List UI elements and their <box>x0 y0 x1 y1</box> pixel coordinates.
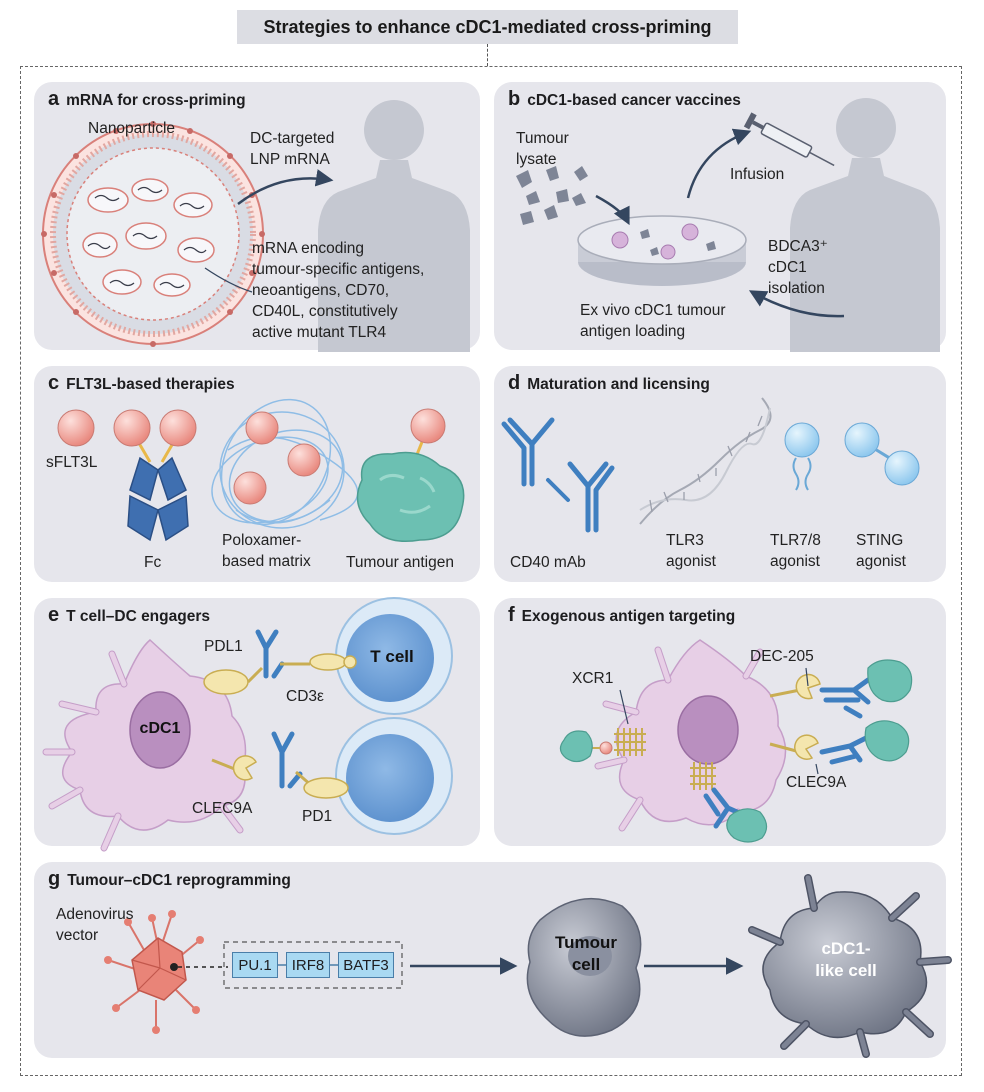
arrow-patient-to-dish <box>748 290 845 318</box>
panel-d <box>494 366 946 582</box>
panel-d-letter: d <box>508 372 521 394</box>
label-bdca3-isolation: BDCA3⁺ cDC1 isolation <box>768 238 828 297</box>
label-tumour-lysate: Tumour lysate <box>516 130 569 168</box>
panel-b-letter: b <box>508 88 521 110</box>
label-pdl1: PDL1 <box>204 638 243 655</box>
label-cdc1-e: cDC1 <box>139 720 181 737</box>
syringe-icon <box>743 112 835 167</box>
arrow-dish-to-patient <box>686 128 752 199</box>
label-pd1: PD1 <box>302 808 333 825</box>
dendritic-cell-e <box>42 639 247 852</box>
label-tlr78-agonist: TLR7/8 agonist <box>770 532 821 570</box>
pointer-dec205 <box>805 667 809 687</box>
label-tumour-cell: Tumour cell <box>554 933 617 974</box>
dendritic-cell-f <box>594 639 787 840</box>
tumour-fragments <box>516 166 588 225</box>
label-tlr3-agonist: TLR3 agonist <box>666 532 716 570</box>
xcr1-complex <box>559 728 646 763</box>
pointer-xcr1 <box>619 689 629 725</box>
gene-pu1: PU.1 <box>232 952 278 978</box>
label-sflt3l: sFLT3L <box>46 454 98 471</box>
label-clec9a-f: CLEC9A <box>786 774 847 791</box>
vector-dot <box>170 963 178 971</box>
label-poloxamer-matrix: Poloxamer- based matrix <box>222 532 311 570</box>
panel-c-title: c FLT3L-based therapies <box>48 372 235 395</box>
sflt3l-sphere <box>57 409 95 447</box>
label-fc: Fc <box>144 554 162 571</box>
label-dc-targeted-lnp: DC-targeted LNP mRNA <box>250 130 335 168</box>
label-clec9a-e: CLEC9A <box>192 800 253 817</box>
t-cell-bottom <box>335 717 453 835</box>
panel-a-letter: a <box>48 88 60 110</box>
tlr3-dsrna <box>639 397 772 525</box>
panel-b-title-text: cDC1-based cancer vaccines <box>527 92 741 109</box>
panel-g-title-text: Tumour–cDC1 reprogramming <box>67 872 291 889</box>
label-sting-agonist: STING agonist <box>856 532 906 570</box>
panel-e-letter: e <box>48 604 60 626</box>
panel-d-title-text: Maturation and licensing <box>527 376 710 393</box>
tlr78-agonist <box>784 422 820 491</box>
cdc1-like-cell <box>748 874 952 1058</box>
label-t-cell: T cell <box>370 647 414 666</box>
sting-agonist <box>844 422 920 486</box>
gene-irf8: IRF8 <box>286 952 330 978</box>
tumour-cell-shape <box>526 897 642 1037</box>
label-xcr1: XCR1 <box>572 670 614 687</box>
label-dec205: DEC-205 <box>750 648 814 665</box>
panel-e-title: e T cell–DC engagers <box>48 604 210 627</box>
title-connector-line <box>487 44 488 66</box>
label-cdc1-like-cell: cDC1- like cell <box>815 939 877 980</box>
label-cd40-mab: CD40 mAb <box>510 554 586 571</box>
arrow-a <box>237 169 334 205</box>
adenovirus-icon <box>104 910 204 1034</box>
label-nanoparticle: Nanoparticle <box>88 120 176 137</box>
cd40-antibodies <box>501 417 615 533</box>
panel-e-title-text: T cell–DC engagers <box>66 608 210 625</box>
panel-f-letter: f <box>508 604 515 626</box>
arrow-lysate-to-dish <box>595 194 630 226</box>
petri-dish <box>577 215 747 286</box>
t-cell-top <box>335 597 453 715</box>
outer-dashed-frame <box>20 66 962 1076</box>
fc-fusion <box>113 409 197 542</box>
label-infusion: Infusion <box>730 166 785 183</box>
panel-c-title-text: FLT3L-based therapies <box>66 376 235 393</box>
gene-batf3: BATF3 <box>338 952 394 978</box>
bispecific-engager-top <box>203 629 357 695</box>
panel-d-title: d Maturation and licensing <box>508 372 710 395</box>
pointer-clec9a-f <box>815 763 819 775</box>
bispecific-engager-bottom <box>211 731 349 799</box>
label-cd3e: CD3ε <box>286 688 324 705</box>
label-mrna-encoding: mRNA encoding tumour-specific antigens, … <box>252 240 425 341</box>
pointer-line-a <box>204 267 253 293</box>
human-silhouette-a <box>318 100 470 352</box>
clec9a-complex-f <box>769 720 910 765</box>
label-tumour-antigen: Tumour antigen <box>346 554 454 571</box>
receptor-bottom-complex <box>690 762 768 843</box>
panel-a-title-text: mRNA for cross-priming <box>66 92 246 109</box>
poloxamer-matrix <box>211 398 359 529</box>
dec205-complex <box>769 659 913 719</box>
panel-b-title: b cDC1-based cancer vaccines <box>508 88 741 111</box>
label-ex-vivo-loading: Ex vivo cDC1 tumour antigen loading <box>580 302 726 340</box>
panel-g-title: g Tumour–cDC1 reprogramming <box>48 868 291 891</box>
panel-c-letter: c <box>48 372 60 394</box>
panel-f-title: f Exogenous antigen targeting <box>508 604 735 627</box>
panel-f-title-text: Exogenous antigen targeting <box>521 608 736 625</box>
panel-a-title: a mRNA for cross-priming <box>48 88 246 111</box>
label-adenovirus-vector: Adenovirus vector <box>56 906 134 944</box>
lipid-nanoparticle <box>41 121 265 347</box>
figure-title: Strategies to enhance cDC1-mediated cros… <box>237 10 738 44</box>
panel-g-letter: g <box>48 868 61 890</box>
human-silhouette-b <box>790 98 940 352</box>
tumour-antigen-conjugate <box>356 408 465 542</box>
gene-cassette-frame <box>223 941 403 989</box>
